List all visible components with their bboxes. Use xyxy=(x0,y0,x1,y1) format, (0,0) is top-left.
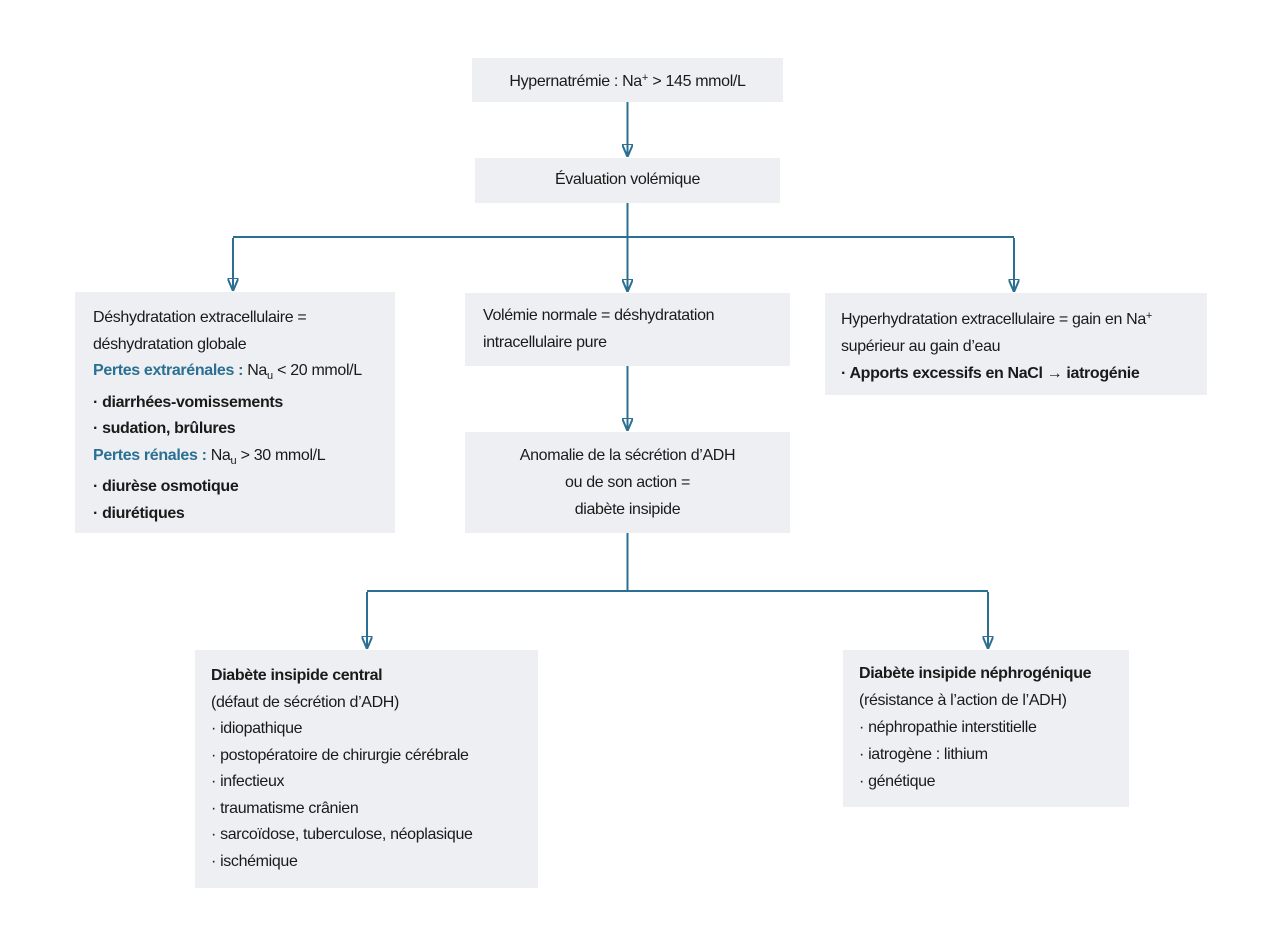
node-line: Pertes rénales : Nau > 30 mmol/L xyxy=(93,446,326,467)
node-line: · infectieux xyxy=(211,773,285,790)
node-line: Déshydratation extracellulaire = xyxy=(93,309,307,326)
node-line: (défaut de sécrétion d’ADH) xyxy=(211,693,399,711)
node-volemic-evaluation: Évaluation volémique xyxy=(475,158,780,203)
node-central-diabetes-insipidus: Diabète insipide central (défaut de sécré… xyxy=(195,650,538,888)
node-line: · diurèse osmotique xyxy=(93,478,239,495)
node-line: · iatrogène : lithium xyxy=(859,746,988,763)
node-line: Pertes extrarénales : Nau < 20 mmol/L xyxy=(93,362,362,382)
node-line: supérieur au gain d’eau xyxy=(841,338,1001,355)
node-line: Évaluation volémique xyxy=(554,171,701,189)
node-line: Diabète insipide néphrogénique xyxy=(859,665,1092,682)
node-nephrogenic-diabetes-insipidus: Diabète insipide néphrogénique (résistanc… xyxy=(843,650,1129,807)
node-line: · traumatisme crânien xyxy=(211,799,359,817)
connector-adh-tee xyxy=(367,533,988,592)
node-adh-anomaly: Anomalie de la sécrétion d’ADH ou de son … xyxy=(465,432,790,533)
node-line: · ischémique xyxy=(211,852,298,870)
node-line: Hypernatrémie : Na+ > 145 mmol/L xyxy=(509,71,746,90)
node-line: Hyperhydratation extracellulaire = gain … xyxy=(841,310,1153,328)
node-line: intracellulaire pure xyxy=(483,334,607,351)
node-line: Anomalie de la sécrétion d’ADH xyxy=(519,447,736,464)
node-line: · postopératoire de chirurgie cérébrale xyxy=(211,746,469,764)
node-line: ou de son action = xyxy=(565,474,690,491)
node-line: diabète insipide xyxy=(574,501,681,518)
connector-eval-tee xyxy=(233,203,1014,238)
node-line: · Apports excessifs en NaCl → iatrogénie xyxy=(841,365,1140,382)
node-normal-volemia: Volémie normale = déshydratation intracel… xyxy=(465,293,790,366)
node-line: · idiopathique xyxy=(211,720,303,737)
node-line: · diurétiques xyxy=(93,504,185,522)
node-extracellular-dehydration: Déshydratation extracellulaire = déshydra… xyxy=(75,292,395,533)
node-line: Volémie normale = déshydratation xyxy=(483,307,715,324)
node-line: déshydratation globale xyxy=(93,335,247,353)
node-line: · sudation, brûlures xyxy=(93,420,236,437)
node-line: · sarcoïdose, tuberculose, néoplasique xyxy=(211,826,473,843)
node-line: · diarrhées-vomissements xyxy=(93,393,283,411)
node-line: Diabète insipide central xyxy=(211,667,383,684)
node-line: · génétique xyxy=(859,773,936,790)
node-hypernatremia: Hypernatrémie : Na+ > 145 mmol/L xyxy=(472,58,783,102)
node-line: · néphropathie interstitielle xyxy=(859,719,1037,736)
node-line: (résistance à l’action de l’ADH) xyxy=(859,692,1067,709)
node-extracellular-hyperhydration: Hyperhydratation extracellulaire = gain … xyxy=(825,293,1207,395)
